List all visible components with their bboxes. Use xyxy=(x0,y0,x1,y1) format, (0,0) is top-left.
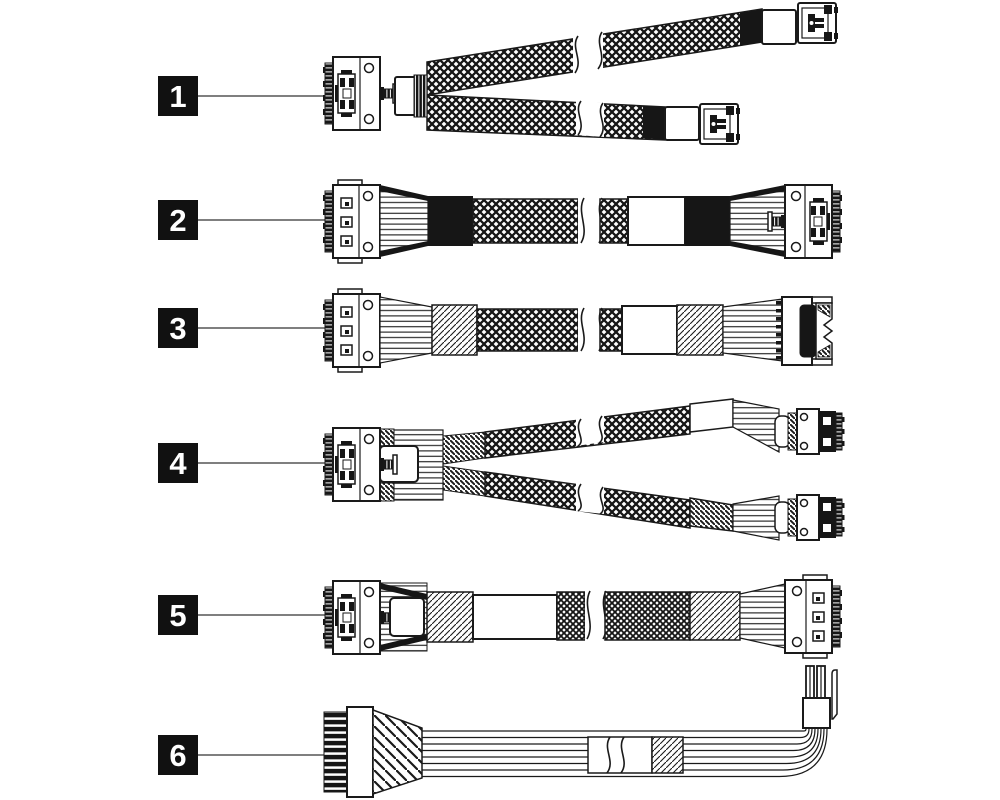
braided-cable xyxy=(599,198,629,244)
hatched-wedge xyxy=(379,428,395,448)
wide-lane-connector xyxy=(784,574,843,659)
cable-item-3: 3 xyxy=(158,288,833,373)
cable-boot xyxy=(761,9,797,45)
block-connector xyxy=(774,494,846,541)
slimline-plug-connector xyxy=(322,56,398,131)
wire-fan-edge xyxy=(380,241,428,257)
power-plug-connector xyxy=(802,665,838,729)
cable-break xyxy=(576,100,604,138)
cable-label-sleeve xyxy=(472,594,558,640)
wire-fan-edge xyxy=(380,634,427,651)
wire-fan xyxy=(732,399,780,454)
cable-break xyxy=(576,415,604,447)
cable-item-4: 4 xyxy=(158,398,846,541)
item-label-5: 5 xyxy=(158,595,198,635)
label-box xyxy=(158,308,198,348)
item-number: 5 xyxy=(169,598,186,633)
cable-break xyxy=(576,483,604,515)
wide-lane-connector xyxy=(322,179,381,264)
braided-cable xyxy=(476,308,579,352)
hatched-sleeve xyxy=(689,591,741,641)
cable-sleeve xyxy=(685,196,730,246)
cable-sleeve xyxy=(428,196,473,246)
wire-fan-edge xyxy=(380,185,428,201)
hatched-sleeve xyxy=(426,591,474,643)
power-wires xyxy=(422,728,828,778)
wire-fan xyxy=(739,583,786,649)
braided-cable xyxy=(599,308,623,352)
small-plug-connector xyxy=(797,2,839,44)
hatched-sleeve xyxy=(676,304,724,356)
cable-boot xyxy=(664,106,700,141)
cable-break xyxy=(587,736,653,774)
item-number: 6 xyxy=(169,738,186,773)
block-connector xyxy=(774,408,846,455)
strain-relief xyxy=(372,708,423,796)
cable-break xyxy=(578,197,603,245)
label-box xyxy=(158,200,198,240)
wire-comb xyxy=(776,301,782,360)
hatched-sleeve xyxy=(431,304,478,356)
hatched-wedge xyxy=(379,482,395,502)
cable-item-1: 1 xyxy=(158,2,839,145)
braided-cable xyxy=(472,198,579,244)
cable-break xyxy=(585,590,607,642)
hatched-sleeve xyxy=(689,497,734,532)
label-box xyxy=(158,735,198,775)
wire-fan xyxy=(379,296,433,364)
split-wedge xyxy=(442,431,486,465)
cable-label-sleeve xyxy=(689,398,734,433)
wire-fan-edge xyxy=(730,185,785,201)
item-label-3: 3 xyxy=(158,308,198,348)
power-connector-body xyxy=(346,706,374,798)
item-number: 2 xyxy=(169,203,186,238)
cable-item-6: 6 xyxy=(158,665,838,798)
cable-label-sleeve xyxy=(621,305,678,355)
label-box xyxy=(158,443,198,483)
small-plug-connector xyxy=(699,103,741,145)
label-box xyxy=(158,595,198,635)
wire-fan-edge xyxy=(730,241,785,257)
wire-bundle xyxy=(413,74,428,118)
item-label-4: 4 xyxy=(158,443,198,483)
wire-fan xyxy=(722,298,783,362)
item-number: 4 xyxy=(169,446,187,481)
item-label-1: 1 xyxy=(158,76,198,116)
cable-break xyxy=(578,307,603,353)
braided-cable xyxy=(556,591,586,641)
cable-label-sleeve xyxy=(627,196,686,246)
wire-fan-edge xyxy=(380,583,427,600)
braided-cable-lower xyxy=(426,94,666,141)
item-number: 1 xyxy=(169,79,186,114)
cable-break xyxy=(573,31,603,74)
contact-stack xyxy=(323,711,348,793)
item-label-6: 6 xyxy=(158,735,198,775)
item-number: 3 xyxy=(169,311,186,346)
label-box xyxy=(158,76,198,116)
item-label-2: 2 xyxy=(158,200,198,240)
cable-item-2: 2 xyxy=(158,179,843,264)
wire-fan xyxy=(732,495,780,541)
cable-item-5: 5 xyxy=(158,574,843,659)
wide-lane-connector xyxy=(322,288,381,373)
cable-sleeve xyxy=(643,106,665,140)
cable-sleeve xyxy=(740,9,762,46)
latch-connector xyxy=(781,296,833,366)
split-wedge xyxy=(442,465,486,497)
cable-boot xyxy=(389,597,425,637)
hatched-sleeve xyxy=(651,736,684,774)
braided-cable xyxy=(604,591,691,641)
